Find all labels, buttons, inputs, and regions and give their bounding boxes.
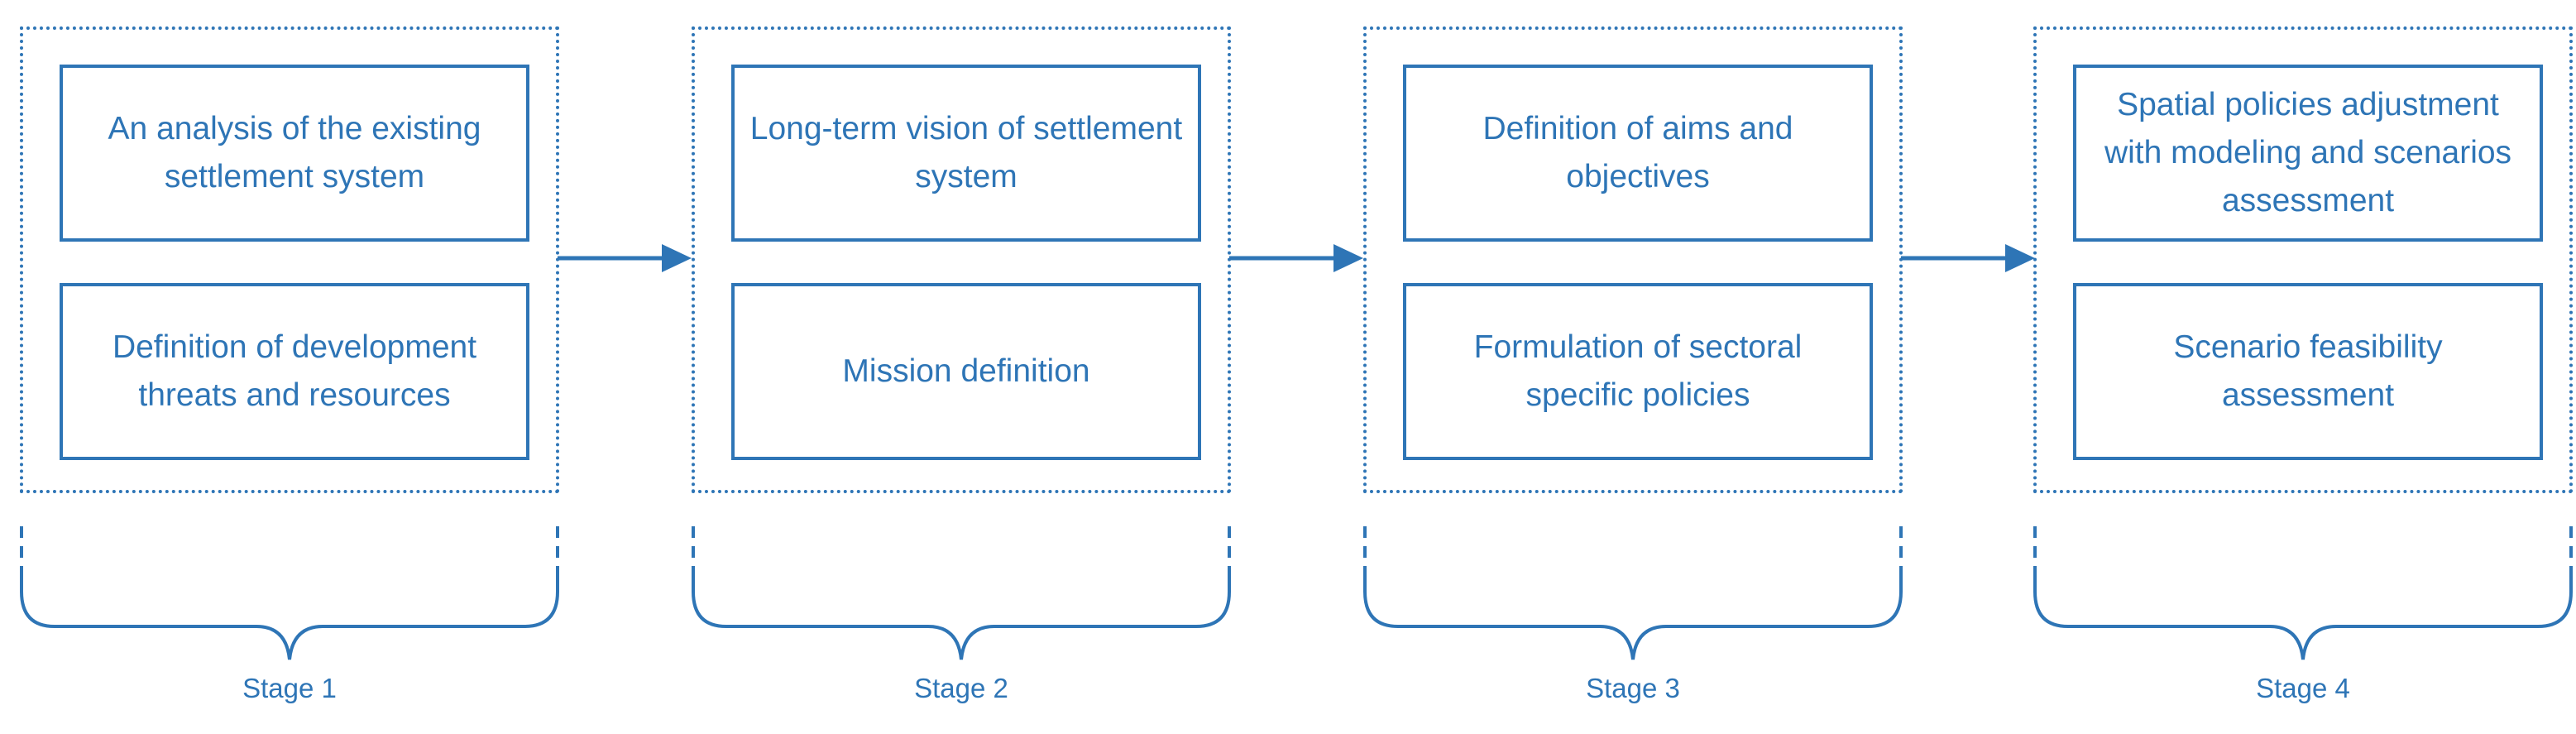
stage-1-bottom-box: Definition of development threats and re… [60,283,529,460]
stage-4-top-box: Spatial policies adjustment with modelin… [2073,65,2543,242]
brace-stage-2 [692,526,1231,660]
arrow-stage3-to-stage4 [1901,244,2035,272]
stage-3-bottom-box: Formulation of sectoral specific policie… [1403,283,1873,460]
stage-1-top-box: An analysis of the existing settlement s… [60,65,529,242]
stage-2-label: Stage 2 [914,673,1008,703]
stage-3-container: Definition of aims and objectives Formul… [1363,26,1903,493]
brace-stage-1 [20,526,559,660]
stage-2-top-box: Long-term vision of settlement system [731,65,1201,242]
stage-4-container: Spatial policies adjustment with modelin… [2033,26,2573,493]
stage-4-label: Stage 4 [2256,673,2350,703]
brace-stage-4 [2033,526,2573,660]
stage-3-label: Stage 3 [1586,673,1680,703]
brace-stage-3 [1363,526,1903,660]
arrow-stage1-to-stage2 [558,244,692,272]
stage-1-container: An analysis of the existing settlement s… [20,26,559,493]
stage-2-bottom-box: Mission definition [731,283,1201,460]
stage-4-bottom-box: Scenario feasibility assessment [2073,283,2543,460]
arrow-stage2-to-stage3 [1229,244,1363,272]
stage-2-container: Long-term vision of settlement system Mi… [692,26,1231,493]
stage-3-top-box: Definition of aims and objectives [1403,65,1873,242]
stage-1-label: Stage 1 [242,673,337,703]
